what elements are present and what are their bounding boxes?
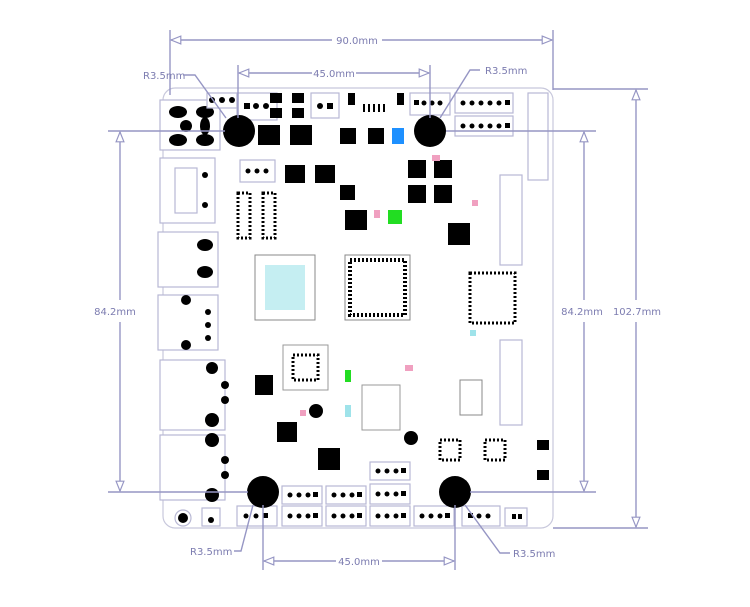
mounting-hole-bottom-right [439, 476, 471, 508]
radius-callout-top-right: R3.5mm [439, 66, 527, 119]
mounting-hole-top-right [414, 115, 446, 147]
dimension-board-height: 102.7mm [553, 88, 661, 529]
radius-callout-bottom-left: R3.5mm [190, 504, 254, 558]
svg-text:R3.5mm: R3.5mm [190, 547, 232, 558]
svg-text:84.2mm: 84.2mm [561, 307, 603, 318]
svg-text:45.0mm: 45.0mm [313, 69, 355, 80]
svg-text:R3.5mm: R3.5mm [513, 549, 555, 560]
radius-callout-bottom-right: R3.5mm [464, 504, 555, 560]
dimension-board-width: 90.0mm [169, 30, 554, 95]
svg-text:R3.5mm: R3.5mm [485, 66, 527, 77]
bottom-connectors [236, 461, 522, 527]
svg-text:45.0mm: 45.0mm [338, 557, 380, 568]
mounting-hole-top-left [223, 115, 255, 147]
dimension-right-vertical: 84.2mm [446, 130, 603, 493]
svg-text:84.2mm: 84.2mm [94, 307, 136, 318]
dimension-bottom-hole-spacing: 45.0mm [262, 505, 456, 570]
chips [236, 125, 517, 470]
radius-callout-top-left: R3.5mm [143, 71, 227, 119]
dimension-left-vertical: 84.2mm [94, 130, 248, 493]
svg-text:90.0mm: 90.0mm [336, 36, 378, 47]
dimension-top-hole-spacing: 45.0mm [237, 65, 431, 118]
svg-text:R3.5mm: R3.5mm [143, 71, 185, 82]
mounting-hole-bottom-left [247, 476, 279, 508]
svg-text:102.7mm: 102.7mm [613, 307, 661, 318]
